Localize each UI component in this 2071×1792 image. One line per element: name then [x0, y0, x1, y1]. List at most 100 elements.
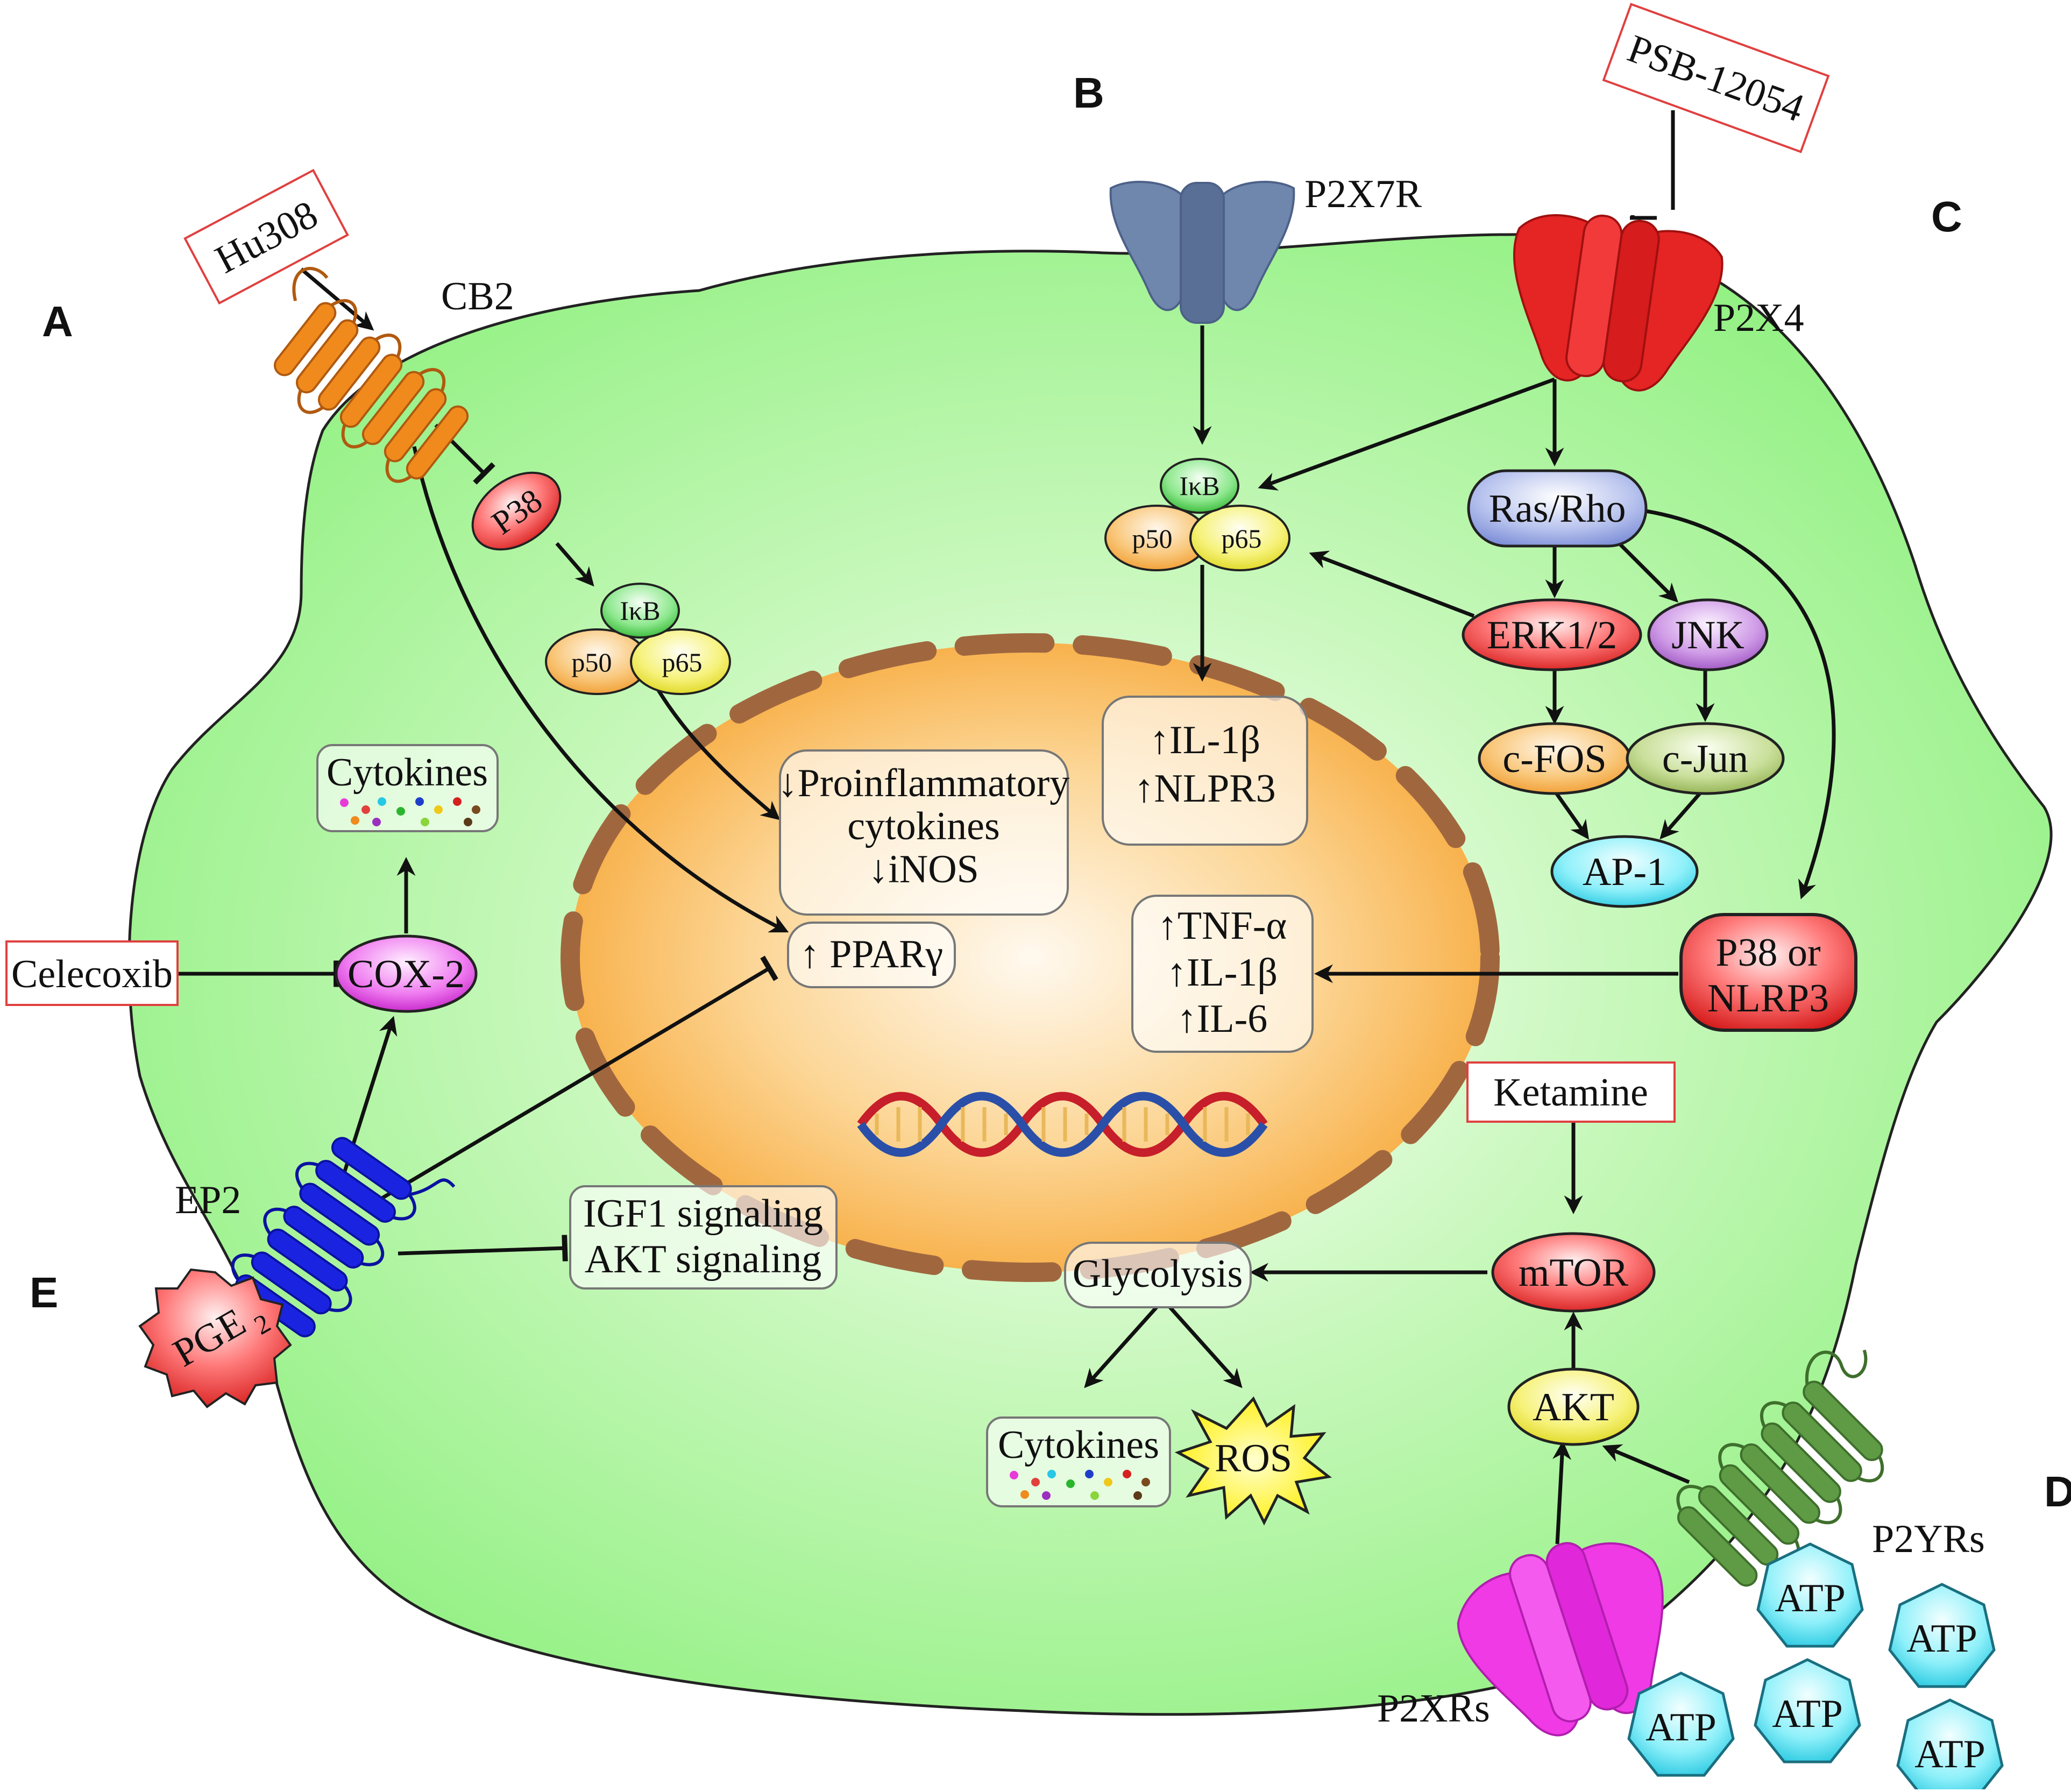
erk-node: ERK1/2: [1462, 598, 1642, 671]
panel-label-a: A: [42, 298, 73, 345]
atp-label-2: ATP: [1906, 1617, 1977, 1661]
cytokines-box-bottom: Cytokines: [986, 1416, 1171, 1507]
atp-molecule-2: ATP: [1888, 1583, 1996, 1688]
p38-nlrp3-node: P38 or NLRP3: [1679, 913, 1857, 1032]
ep2-receptor-icon: [212, 1137, 456, 1337]
akt-label: AKT: [1533, 1385, 1614, 1429]
ap1-node: AP-1: [1550, 835, 1699, 908]
p65-b-label: p65: [1222, 523, 1262, 554]
ikb-a-label: IκB: [620, 596, 660, 626]
atp-label-4: ATP: [1646, 1705, 1717, 1749]
nfkb-complex-b: IκB p50 p65: [1104, 458, 1290, 571]
arrow-p2xrs-akt: [1552, 1441, 1571, 1545]
nlrp3-label: NLRP3: [1707, 976, 1829, 1021]
p2x7r-label: P2X7R: [1304, 172, 1422, 216]
jnk-label: JNK: [1671, 613, 1744, 657]
p38-or-label: P38 or: [1715, 931, 1820, 975]
akt-signaling-label: AKT signaling: [585, 1237, 822, 1281]
p2xrs-receptor-icon: [1457, 1542, 1664, 1737]
dna-icon: [857, 1092, 1268, 1157]
c-fos-node: c-FOS: [1478, 722, 1632, 795]
atp-label-1: ATP: [1775, 1576, 1846, 1620]
igf1-signaling-label: IGF1 signaling: [583, 1192, 823, 1236]
arrow-p2yrs-akt: [1602, 1444, 1690, 1484]
atp-label-3: ATP: [1772, 1692, 1843, 1736]
arrow-rasrho-jnk: [1618, 542, 1678, 603]
p2yrs-label: P2YRs: [1872, 1517, 1985, 1561]
ras-rho-label: Ras/Rho: [1489, 487, 1626, 531]
erk-label: ERK1/2: [1487, 613, 1618, 657]
pge2-ligand-icon: PGE 2: [138, 1268, 292, 1408]
arrow-glycolysis-ros: [1168, 1306, 1243, 1389]
tnfa-label: ↑TNF-α: [1158, 904, 1287, 948]
inhibit-ep2-pparg: [365, 955, 778, 1210]
cytokines-bottom-label: Cytokines: [998, 1423, 1159, 1467]
c-jun-label: c-Jun: [1662, 737, 1748, 781]
arrow-cfos-ap1: [1553, 789, 1590, 840]
p2yrs-receptor-icon: [1676, 1349, 1884, 1587]
arrow-cjun-ap1: [1659, 792, 1701, 840]
proinflammatory-box: ↓Proinflammatory cytokines ↓iNOS: [778, 749, 1069, 916]
arrow-hu308-cb2: [300, 267, 374, 331]
jnk-node: JNK: [1647, 598, 1769, 671]
cytokines-nuc-label: cytokines: [847, 804, 1000, 848]
panel-label-b: B: [1073, 69, 1104, 117]
cb2-receptor-icon: [273, 267, 469, 483]
p50-b-label: p50: [1132, 523, 1173, 554]
p2x7r-receptor-icon: [1109, 181, 1295, 324]
panel-label-c: C: [1931, 193, 1962, 240]
cox2-label: COX-2: [347, 952, 465, 996]
cox2-node: COX-2: [335, 934, 478, 1013]
inos-label: ↓iNOS: [868, 847, 979, 891]
atp-label-5: ATP: [1914, 1732, 1985, 1776]
pparg-label: ↑ PPARγ: [800, 932, 944, 976]
panel-label-e: E: [30, 1269, 58, 1316]
arrow-rasrho-p38nlrp3: [1646, 509, 1836, 899]
arrow-p38-nfkb: [555, 542, 594, 587]
ros-label: ROS: [1215, 1436, 1292, 1481]
cytokine-dots-icon: [340, 797, 480, 826]
ketamine-label: Ketamine: [1493, 1071, 1648, 1115]
glycolysis-box: Glycolysis: [1064, 1242, 1252, 1308]
atp-molecule-1: ATP: [1756, 1542, 1864, 1648]
panel-label-d: D: [2044, 1468, 2071, 1515]
psb-12054-drug-box: PSB-12054: [1602, 3, 1830, 153]
inhibit-ep2-igf: [398, 1235, 568, 1262]
arrow-cb2-pparg: [412, 446, 789, 933]
ap1-label: AP-1: [1583, 850, 1666, 894]
cytokine-dots-bottom-icon: [1010, 1470, 1150, 1500]
atp-molecule-3: ATP: [1754, 1658, 1861, 1763]
p2x4-label: P2X4: [1713, 296, 1804, 340]
ikb-b-label: IκB: [1179, 471, 1219, 501]
ras-rho-node: Ras/Rho: [1467, 469, 1648, 548]
c-fos-label: c-FOS: [1502, 737, 1606, 781]
il6-label: ↑IL-6: [1177, 997, 1268, 1041]
p38-node-a: P38: [471, 471, 562, 551]
celecoxib-label: Celecoxib: [11, 952, 173, 996]
nlpr3-label: ↑NLPR3: [1134, 767, 1275, 811]
il1b-nlpr3-box: ↑IL-1β ↑NLPR3: [1102, 696, 1308, 846]
nfkb-complex-a: IκB p50 p65: [545, 583, 731, 695]
akt-node: AKT: [1507, 1368, 1640, 1446]
igf-akt-signaling-box: IGF1 signaling AKT signaling: [569, 1185, 838, 1290]
nuclear-membrane: [561, 633, 1500, 1282]
ketamine-drug-box: [1466, 1061, 1676, 1123]
glycolysis-label: Glycolysis: [1073, 1252, 1243, 1296]
tnf-il1b-il6-box: ↑TNF-α ↑IL-1β ↑IL-6: [1131, 895, 1314, 1053]
arrow-p2x4-nfkb: [1258, 377, 1556, 491]
mtor-node: mTOR: [1491, 1232, 1656, 1313]
mtor-label: mTOR: [1519, 1251, 1629, 1295]
cytokines-top-label: Cytokines: [327, 750, 488, 795]
pparg-box: ↑ PPARγ: [787, 922, 956, 988]
il1b-2-label: ↑IL-1β: [1167, 951, 1278, 995]
il1b-label: ↑IL-1β: [1150, 718, 1260, 762]
atp-molecule-4: ATP: [1627, 1671, 1735, 1777]
p65-a-label: p65: [662, 647, 703, 677]
cb2-label: CB2: [441, 274, 514, 318]
ep2-label: EP2: [175, 1178, 241, 1222]
p2xrs-label: P2XRs: [1377, 1687, 1490, 1731]
arrow-glycolysis-cytokines: [1084, 1306, 1158, 1389]
p2x4-receptor-icon: [1513, 214, 1724, 392]
